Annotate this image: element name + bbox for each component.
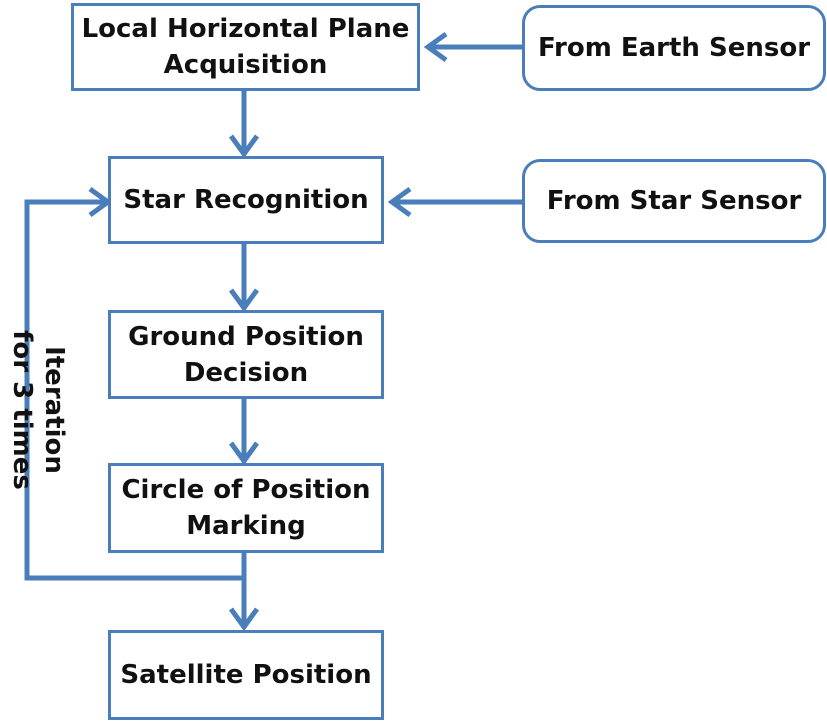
local-horizontal-plane-line1: Local Horizontal Plane [81, 14, 410, 44]
from-earth-sensor-label: From Earth Sensor [537, 33, 811, 63]
satellite-position-box: Satellite Position [108, 630, 384, 720]
arrowhead-circle-to-satellite [228, 607, 260, 632]
arrowhead-earth-to-lhp [423, 31, 448, 63]
arrowhead-starsensor-to-star [387, 186, 412, 218]
from-star-sensor-label: From Star Sensor [546, 186, 802, 216]
circle-of-position-line1: Circle of Position [121, 475, 371, 505]
ground-position-line2: Decision [183, 357, 309, 388]
from-star-sensor-box: From Star Sensor [522, 159, 826, 243]
circle-of-position-box: Circle of Position Marking [108, 463, 384, 553]
star-recognition-box: Star Recognition [108, 156, 384, 244]
arrowhead-star-to-ground [228, 288, 260, 313]
arrowhead-ground-to-circle [228, 441, 260, 466]
star-recognition-label: Star Recognition [123, 185, 369, 215]
iteration-label-line1: Iteration [39, 346, 69, 474]
ground-position-box: Ground Position Decision [108, 310, 384, 399]
local-horizontal-plane-box: Local Horizontal Plane Acquisition [71, 3, 420, 91]
from-earth-sensor-box: From Earth Sensor [522, 5, 826, 91]
iteration-label-line2: for 3 times [7, 330, 37, 490]
ground-position-line1: Ground Position [128, 321, 364, 352]
circle-of-position-line2: Marking [186, 511, 306, 541]
iteration-label: Iteration for 3 times [6, 310, 70, 510]
local-horizontal-plane-line2: Acquisition [163, 50, 328, 80]
iteration-loop-line [24, 199, 244, 581]
arrowhead-lhp-to-star [228, 134, 260, 159]
satellite-position-label: Satellite Position [120, 660, 372, 690]
